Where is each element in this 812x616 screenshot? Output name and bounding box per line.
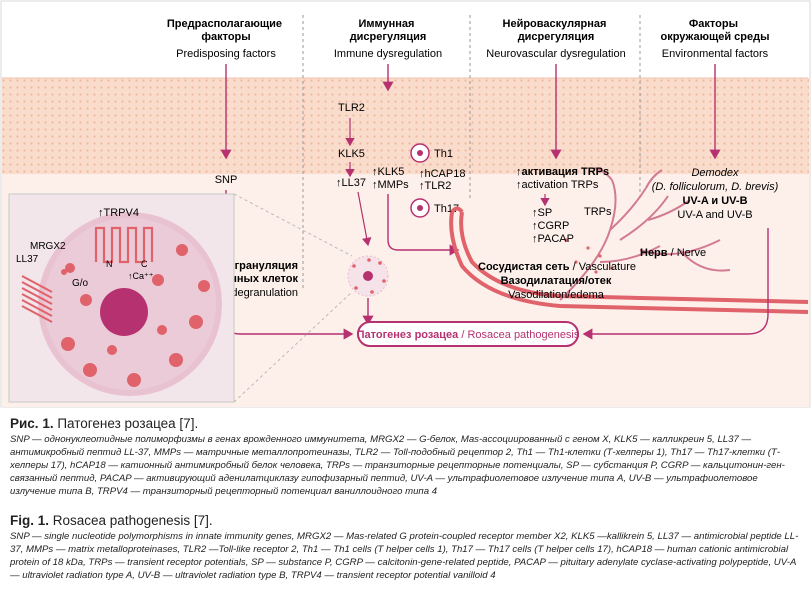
column-3-title-ru: Нейроваскулярная дисрегуляция: [503, 18, 610, 43]
klk5-up-label: ↑KLK5: [372, 166, 404, 178]
snp-label: SNP: [215, 174, 238, 186]
caption-en: Fig. 1. Rosacea pathogenesis [7]. SNP — …: [10, 513, 806, 582]
uv-en-label: UV-A and UV-B: [677, 209, 752, 221]
vasodilation-ru: Вазодилатация/отек: [501, 275, 612, 287]
blood-vessel-inner: [459, 211, 809, 304]
caption-ru-text: SNP — однонуклеотидные полиморфизмы в ге…: [10, 434, 785, 497]
hcap18-label: ↑hCAP18: [419, 168, 465, 180]
mast-degranulation-ru-1: Дегрануляция: [221, 260, 298, 272]
demodex-label: Demodex: [691, 167, 739, 179]
mast-cell-nucleus: [100, 288, 148, 336]
n-terminus-label: N: [106, 259, 113, 269]
go-label: G/o: [72, 278, 89, 289]
nerve-branches: [559, 167, 731, 301]
trps-label: TRPs: [584, 206, 612, 218]
trp-activation-ru: ↑активация TRPs: [516, 166, 609, 178]
column-3-title-en: Neurovascular dysregulation: [486, 48, 625, 60]
pathogenesis-figure: Предрасполагающие факторы Predisposing f…: [0, 0, 811, 408]
trp-activation-en: ↑activation TRPs: [516, 179, 599, 191]
cgrp-label: ↑CGRP: [532, 220, 569, 232]
sp-label: ↑SP: [532, 207, 552, 219]
vasculature-label: Сосудистая сеть / Vasculature: [478, 261, 636, 273]
trpv4-label: ↑TRPV4: [98, 207, 139, 219]
nerve-label: Нерв / Nerve: [640, 247, 706, 259]
tlr2-label: TLR2: [338, 102, 365, 114]
pathogenesis-box: [357, 321, 579, 347]
mrgx2-label: MRGX2: [30, 241, 66, 252]
column-1-title-ru: Предрасполагающие факторы: [167, 18, 285, 43]
klk5-label: KLK5: [338, 148, 365, 160]
tlr2-up-label: ↑TLR2: [419, 180, 451, 192]
pacap-label: ↑PACAP: [532, 233, 574, 245]
mrgx2-receptor-icon: [21, 275, 53, 323]
epidermis-layer: [2, 78, 809, 174]
arrow-mmps: [387, 194, 460, 256]
th1-label: Th1: [434, 148, 453, 160]
pathogenesis-diagram: Предрасполагающие факторы Predisposing f…: [0, 0, 811, 408]
vasodilation-en: Vasodilation/edema: [508, 289, 605, 301]
caption-en-title: Fig. 1. Rosacea pathogenesis [7].: [10, 513, 213, 528]
uv-ru-label: UV-A и UV-B: [682, 195, 747, 207]
column-2-title-ru: Иммунная дисрегуляция: [350, 18, 427, 43]
column-1-title-en: Predisposing factors: [176, 48, 276, 60]
mast-degranulation-ru-2: тучных клеток: [219, 273, 299, 285]
caption-en-text: SNP — single nucleotide polymorphisms in…: [10, 531, 799, 581]
ll37-label: ↑LL37: [336, 177, 366, 189]
blood-vessel-outer: [449, 211, 809, 314]
column-4-title-en: Environmental factors: [662, 48, 769, 60]
arrow-ll37-to-mast: [357, 191, 372, 247]
trpv4-channel-icon: [94, 226, 154, 264]
ll37-cell-label: LL37: [16, 254, 39, 265]
c-terminus-label: C: [141, 259, 148, 269]
calcium-label: ↑Ca⁺⁺: [128, 271, 154, 281]
caption-ru-title: Рис. 1. Патогенез розацеа [7].: [10, 416, 199, 431]
mast-cell-granules: [61, 244, 210, 387]
column-4-title-ru: Факторы окружающей среды: [660, 18, 769, 43]
caption-ru: Рис. 1. Патогенез розацеа [7]. SNP — одн…: [10, 416, 806, 498]
arrow-environment-to-pathogenesis: [582, 228, 769, 340]
mmps-up-label: ↑MMPs: [372, 179, 409, 191]
demodex-species-label: (D. folliculorum, D. brevis): [652, 181, 779, 193]
column-2-title-en: Immune dysregulation: [334, 48, 442, 60]
pathogenesis-label: Патогенез розацеа / Rosacea pathogenesis: [357, 329, 580, 341]
